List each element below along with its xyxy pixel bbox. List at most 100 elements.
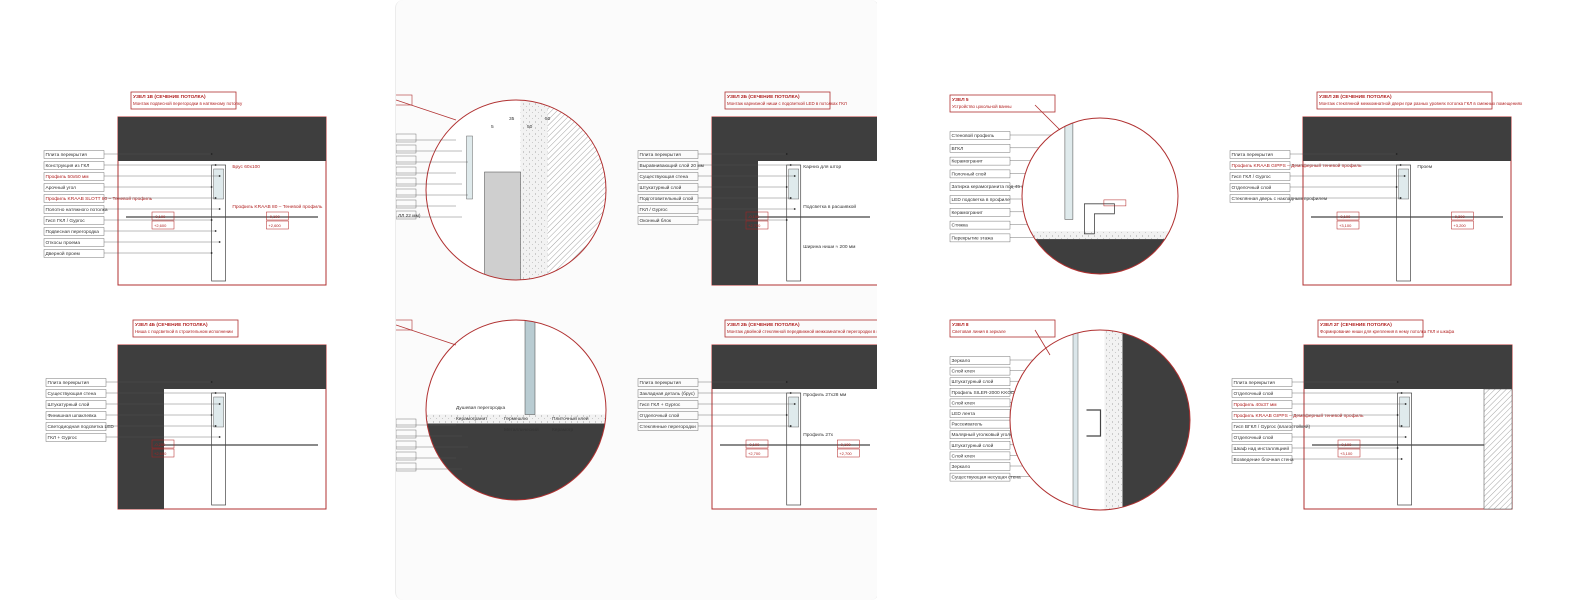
circle-link-line	[395, 324, 457, 346]
callout-label: Профиль 40х37 мм	[1234, 402, 1277, 408]
callout-label: Отделочный слой	[1234, 434, 1274, 441]
callout-box	[637, 161, 699, 170]
note-label: 35	[509, 116, 515, 122]
leader-dot	[218, 241, 221, 243]
callout-box	[949, 169, 1011, 179]
note-label: Керамогранит	[456, 416, 488, 422]
partition-profile	[211, 164, 226, 282]
detail-title: УЗЕЛ 1В (СЕЧЕНИЕ ПОТОЛКА)	[133, 94, 206, 100]
note-label: Профиль KRAAB 80 – Теневой профиль	[232, 203, 322, 210]
screed-layer	[520, 100, 548, 280]
callout-box	[637, 378, 699, 387]
callout-label: Слой клея	[952, 399, 976, 406]
dimension-box	[837, 439, 860, 449]
leader-dot	[210, 381, 213, 383]
callout-label: Плита перекрытия	[1234, 380, 1276, 386]
leader-dot	[793, 208, 796, 210]
callout-label: Слой клея	[952, 452, 976, 459]
callout-box	[1229, 183, 1291, 192]
callout-box	[45, 389, 107, 398]
ceiling-slab	[712, 117, 878, 161]
detail-subtitle: Монтаж карнизной ниши с подсветкой LED в…	[727, 101, 847, 106]
detail-title: УЗЕЛ 2В (СЕЧЕНИЕ ПОТОЛКА)	[1319, 94, 1392, 100]
callout-label: Выравнивающий слой 20 мм	[640, 162, 704, 169]
callout-label: Плита перекрытия	[46, 152, 88, 158]
dimension-mark: -0,100	[748, 442, 760, 447]
dimension-box	[1336, 220, 1360, 230]
callout-label: LED подсветка в профиле	[952, 197, 1011, 203]
callout-box	[395, 155, 417, 165]
circle-link-line	[1034, 104, 1061, 131]
magnified-detail-top	[425, 99, 607, 281]
leader-dot	[210, 186, 213, 188]
callout-box	[949, 366, 1011, 376]
callout-box	[949, 208, 1011, 217]
leader-dot	[214, 230, 217, 232]
leader-dot	[214, 425, 217, 427]
title-box	[724, 91, 831, 110]
callout-label: Рассеиватель	[952, 422, 983, 428]
wall-block	[1483, 388, 1513, 510]
callout-box	[395, 451, 417, 461]
callout-box	[949, 156, 1011, 166]
leader-dot	[785, 381, 788, 383]
callout-box	[45, 400, 107, 409]
detail-title: УЗЕЛ 5	[952, 97, 969, 103]
callout-box	[395, 144, 417, 154]
callout-label: Существующая стена	[48, 391, 97, 397]
callout-label: Плита перекрытия	[640, 380, 682, 386]
leader-dot	[210, 414, 213, 416]
plaster-layer	[1104, 330, 1123, 510]
callout-label: ВГКЛ	[952, 146, 964, 152]
callout-box	[43, 150, 105, 159]
dimension-mark: +3,100	[1339, 223, 1352, 228]
sheet-middle: УЗЕЛ 2Б (СЕЧЕНИЕ ПОТОЛКА)Монтаж карнизно…	[393, 0, 901, 600]
insulation	[788, 396, 799, 428]
callout-box	[43, 249, 105, 258]
leader-dot	[785, 414, 788, 416]
leader-dot	[210, 153, 213, 155]
insulation	[788, 168, 799, 200]
callout-label: Штукатурный слой	[640, 184, 682, 191]
callout-box	[1231, 400, 1293, 409]
leader-dot	[1395, 153, 1398, 155]
callout-box	[637, 172, 699, 181]
partition-profile	[786, 164, 802, 282]
callout-label: ЛЛ 22 мм)	[398, 213, 421, 219]
dimension-box	[1451, 211, 1474, 221]
note-label: Брус 60х100	[232, 164, 260, 170]
callout-label: Слой клея	[952, 368, 976, 375]
title-box	[949, 94, 1056, 113]
sheet-left: УЗЕЛ 1В (СЕЧЕНИЕ ПОТОЛКА)Монтаж подвесно…	[0, 0, 395, 600]
callout-box	[395, 199, 417, 209]
callout-box	[45, 422, 107, 431]
callout-box	[43, 227, 105, 236]
callout-box	[949, 398, 1011, 408]
detail-d5: УЗЕЛ 2Б (СЕЧЕНИЕ ПОТОЛКА)Монтаж карнизно…	[637, 91, 879, 286]
callout-box	[395, 440, 417, 450]
callout-box	[949, 195, 1011, 204]
callout-label: Стеновой профиль	[952, 132, 995, 139]
detail-d6: УЗЕЛ 2Б (СЕЧЕНИЕ ПОТОЛКА)Монтаж двойной …	[637, 319, 901, 510]
detail-subtitle: Монтаж стеклянной межкомнатной двери при…	[1319, 101, 1523, 106]
note-label: Проем	[1417, 164, 1432, 170]
callout-box	[949, 131, 1011, 140]
title-box	[949, 319, 1056, 338]
note-label: Гермешлю	[504, 416, 528, 422]
callout-box	[949, 377, 1011, 386]
callout-box	[949, 472, 1011, 482]
callout-box	[43, 216, 105, 225]
callout-box	[637, 411, 699, 420]
callout-box	[637, 150, 699, 159]
led-profile	[1086, 409, 1102, 437]
callout-label: Гисп ГКЛ / Gyproc	[46, 218, 86, 224]
callout-box	[949, 462, 1011, 471]
dimension-box	[1336, 211, 1360, 221]
detail-d2: УЗЕЛ 4Б (СЕЧЕНИЕ ПОТОЛКА)Ниша с подсветк…	[45, 319, 327, 510]
dimension-mark: -0,100	[1340, 442, 1352, 447]
floor-slab	[1022, 238, 1178, 274]
leader-dot	[218, 208, 221, 210]
note-label: Профиль 27х	[803, 432, 833, 438]
leader-dot	[218, 436, 221, 438]
callout-label: Стеклянная дверь с накладным профилем	[1232, 196, 1328, 202]
